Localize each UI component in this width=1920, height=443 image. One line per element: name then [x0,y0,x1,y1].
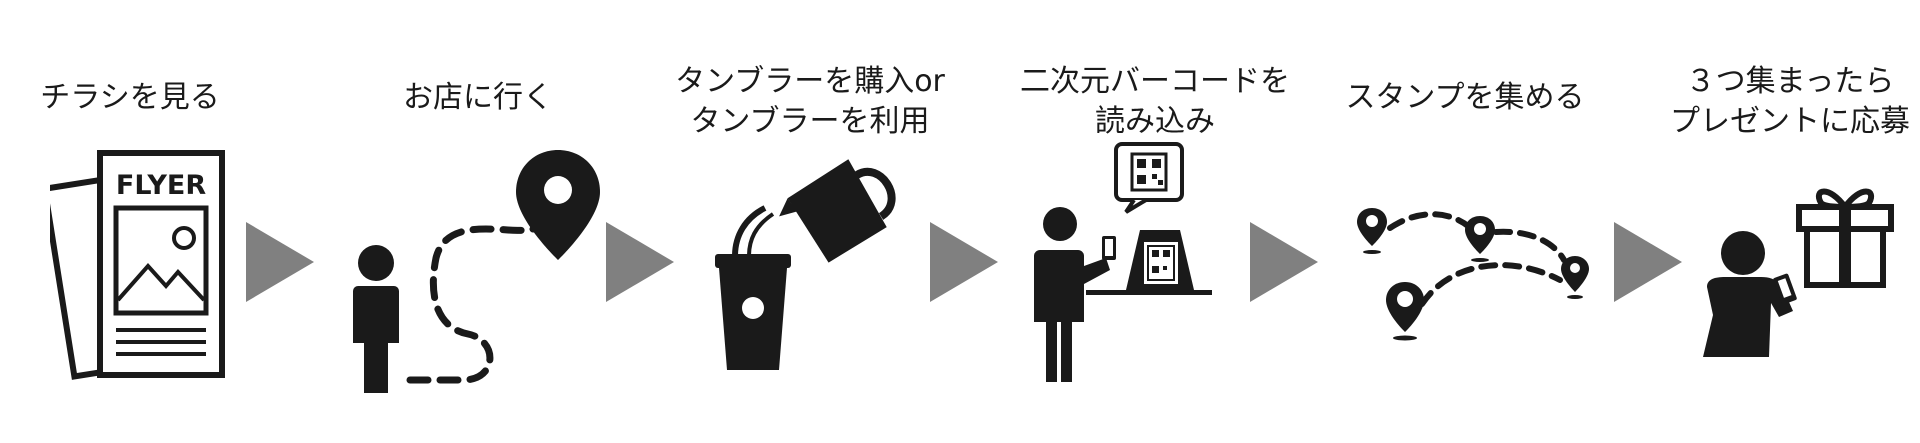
step-label: お店に行く [403,80,553,115]
present-apply-icon [1703,188,1894,357]
step-scan-code: 二次元バーコードを 読み込み [1005,0,1305,443]
flow-arrow [930,222,998,302]
flow-arrow [606,222,674,302]
step-collect-stamps: スタンプを集める [1330,0,1600,443]
step-label: タンブラーを購入or タンブラーを利用 [675,64,945,139]
flyer-icon: FLYER [50,150,225,380]
step-label: 二次元バーコードを 読み込み [1020,64,1290,139]
step-view-flyer: チラシを見る FLYER [20,0,240,443]
step-label: スタンプを集める [1345,80,1585,115]
step-label: ３つ集まったら プレゼントに応募 [1670,64,1910,139]
step-buy-tumbler: タンブラーを購入or タンブラーを利用 [675,0,945,443]
flow-arrow [1250,222,1318,302]
flyer-title: FLYER [116,170,206,201]
flow-arrow [1614,222,1682,302]
route-to-store-icon [353,150,600,393]
step-go-to-store: お店に行く [328,0,628,443]
scan-qr-code-icon [1034,142,1212,382]
flow-arrow [246,222,314,302]
step-label: チラシを見る [40,80,220,115]
collect-stamps-icon [1357,208,1589,341]
tumbler-pour-icon [715,159,896,370]
step-apply-present: ３つ集まったら プレゼントに応募 [1665,0,1915,443]
